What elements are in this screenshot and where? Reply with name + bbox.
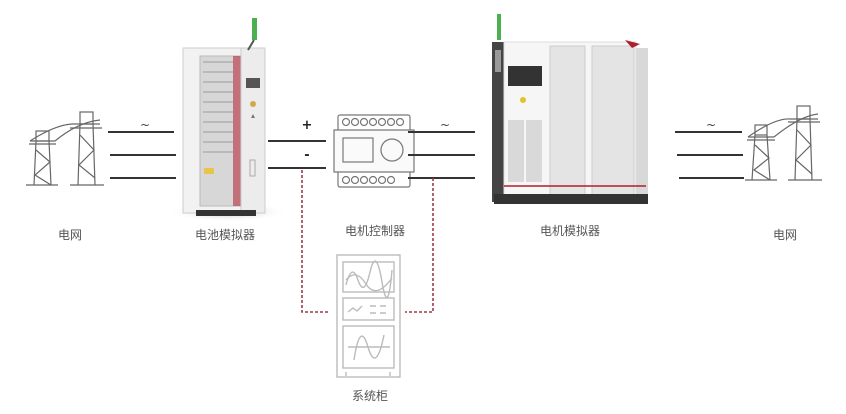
- label-grid-right: 电网: [772, 228, 797, 242]
- motor-simulator-cabinet: [492, 14, 648, 204]
- ac-lines-grid-right: [675, 131, 744, 179]
- label-motor-simulator: 电机模拟器: [539, 224, 600, 238]
- ac-lines-controller: [408, 131, 475, 179]
- power-tower-icon-right: [745, 105, 822, 181]
- label-battery-simulator: 电池模拟器: [194, 228, 255, 242]
- dc-minus-symbol: -: [304, 148, 310, 163]
- dc-plus-symbol: +: [301, 118, 313, 133]
- ac-symbol-right: ~: [705, 118, 717, 132]
- label-motor-controller: 电机控制器: [344, 224, 405, 238]
- ac-symbol-left: ~: [139, 118, 151, 132]
- ac-symbol-controller: ~: [439, 118, 451, 132]
- communication-link: [301, 170, 434, 313]
- ac-lines-grid-left: [108, 131, 176, 179]
- battery-simulator-cabinet: [168, 18, 288, 222]
- power-tower-icon-left: [26, 111, 104, 186]
- label-grid-left: 电网: [57, 228, 82, 242]
- motor-controller-icon: [333, 114, 415, 188]
- system-cabinet-icon: [336, 254, 401, 378]
- dc-lines: [268, 140, 326, 169]
- label-system-cabinet: 系统柜: [351, 389, 388, 403]
